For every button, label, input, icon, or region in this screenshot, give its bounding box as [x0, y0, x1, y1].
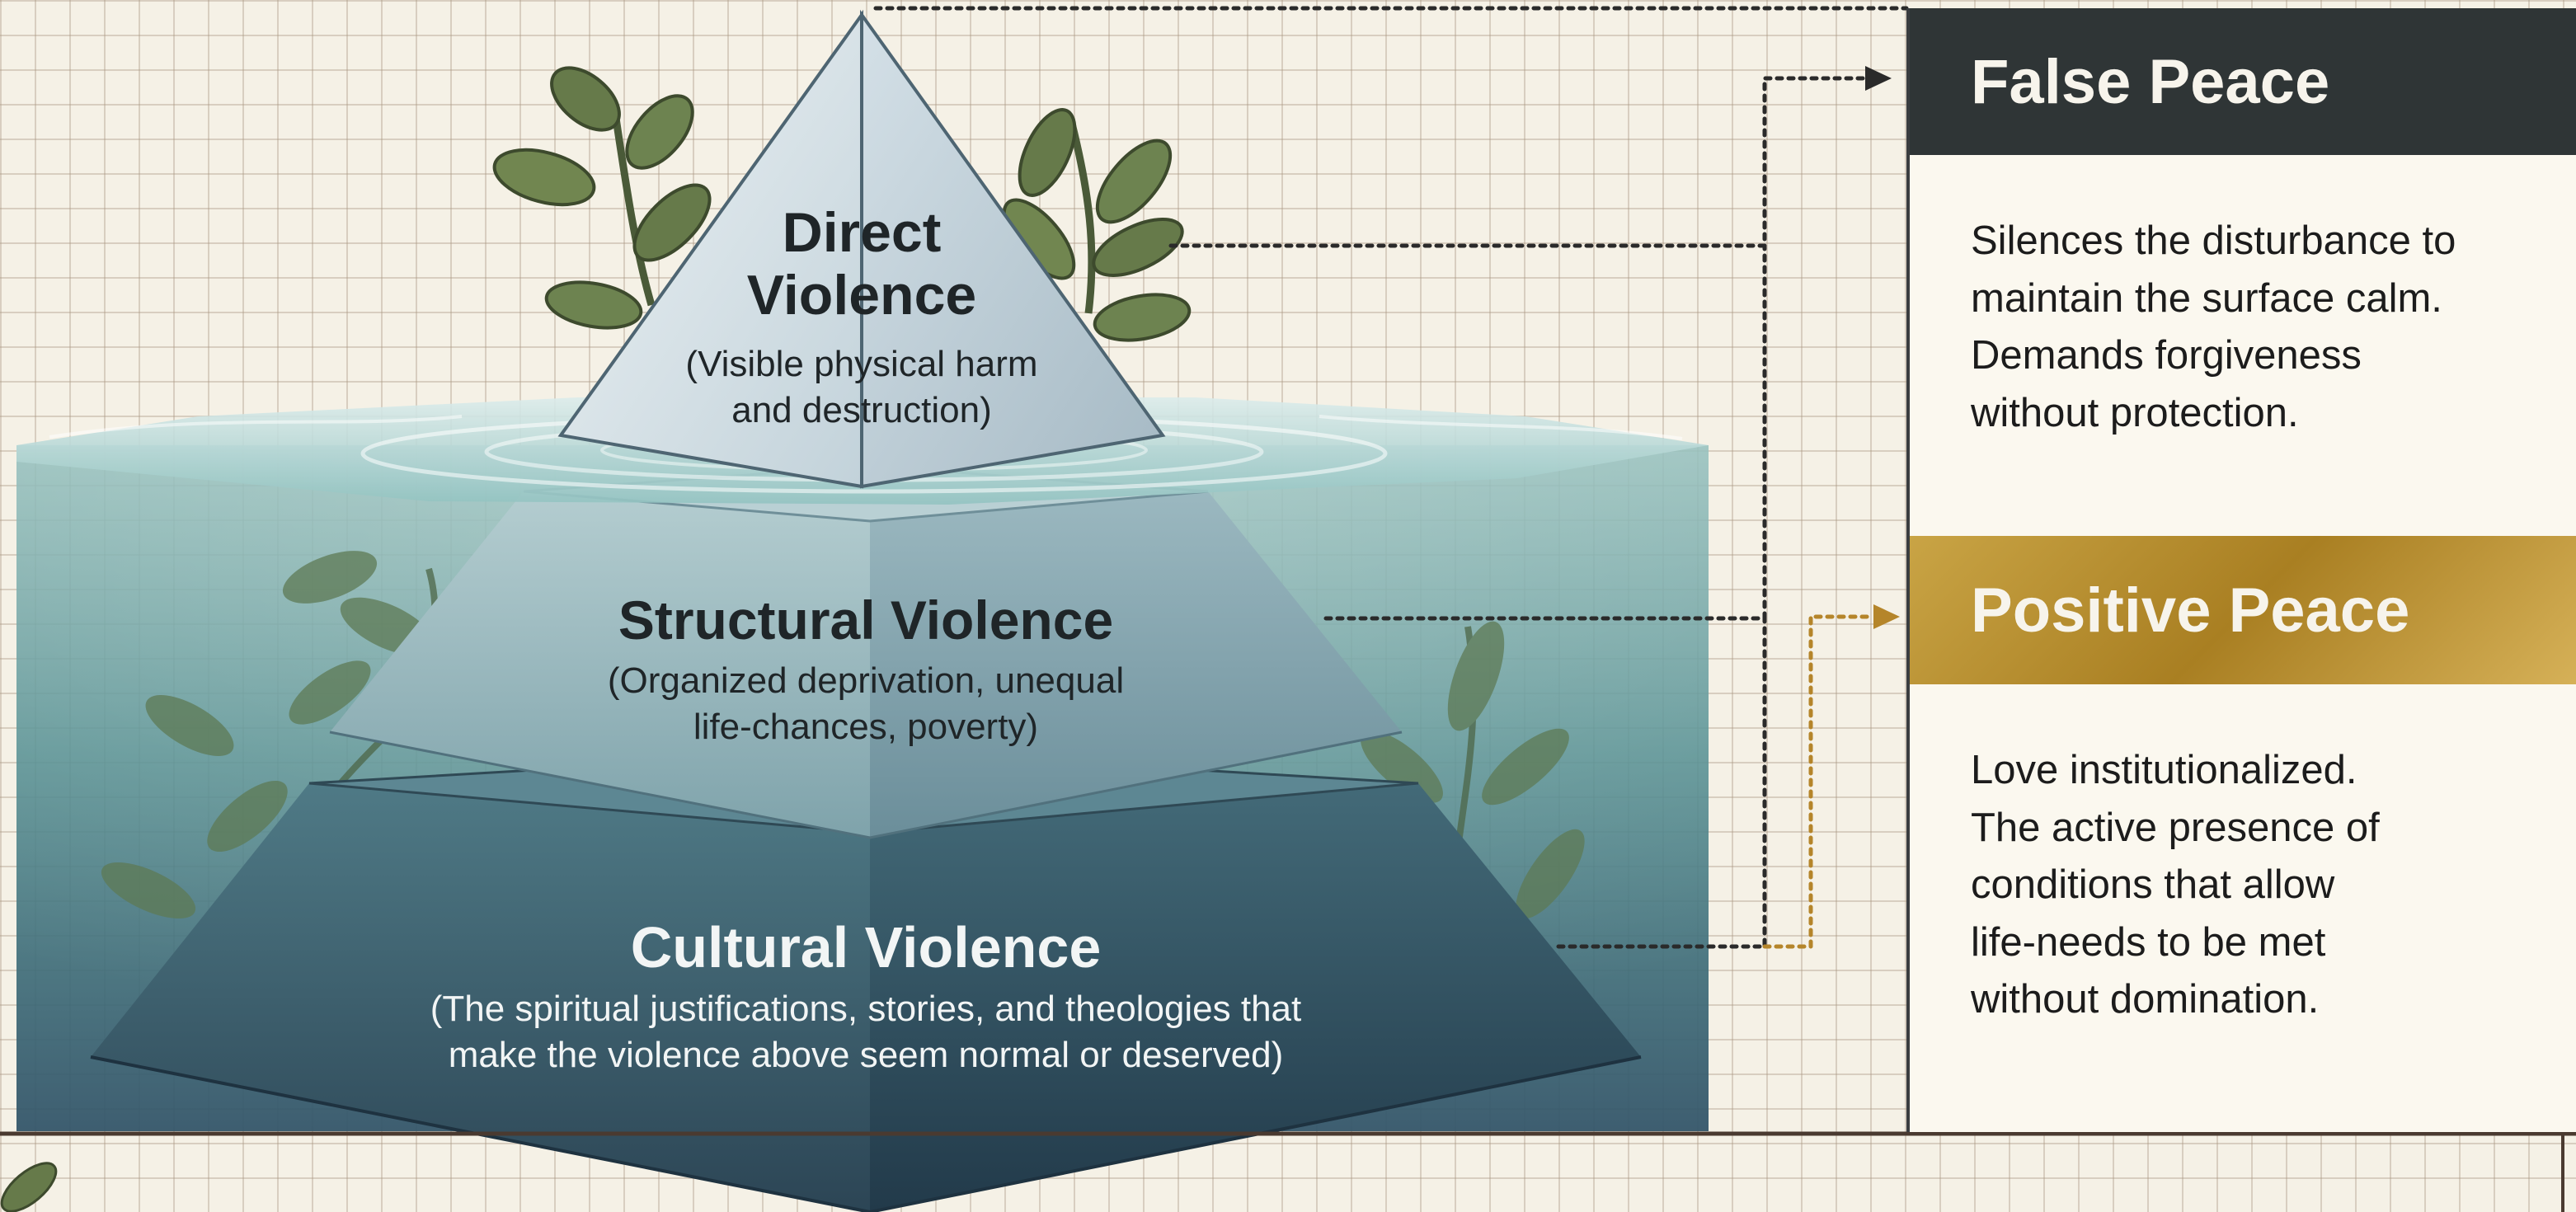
positive-peace-line-4: life-needs to be met [1971, 919, 2326, 965]
false-peace-title: False Peace [1971, 46, 2330, 117]
cultural-violence-subtitle: (The spiritual justifications, stories, … [206, 986, 1525, 1079]
false-peace-line-3: Demands forgiveness [1971, 333, 2362, 378]
connector-direct-to-false-peace [1168, 76, 1868, 248]
arrow-positive-peace [1873, 604, 1900, 629]
connector-cultural-to-positive-peace [1762, 614, 1876, 949]
leaf-sprig-left [492, 66, 712, 330]
positive-peace-line-3: conditions that allow [1971, 862, 2335, 908]
positive-peace-header: Positive Peace [1910, 536, 2576, 684]
false-peace-panel: False Peace Silences the disturbance to … [1906, 8, 2576, 536]
direct-violence-subtitle-line-1: (Visible physical harm [685, 344, 1038, 384]
false-peace-line-2: maintain the surface calm. [1971, 275, 2442, 321]
positive-peace-line-2: The active presence of [1971, 805, 2380, 850]
underwater-vine-right [1361, 621, 1585, 919]
false-peace-body: Silences the disturbance to maintain the… [1971, 213, 2546, 442]
leaf-sprig-right [1002, 108, 1192, 342]
cultural-violence-subtitle-line-1: (The spiritual justifications, stories, … [430, 989, 1302, 1029]
structural-violence-subtitle-line-1: (Organized deprivation, unequal [607, 660, 1125, 701]
arrow-false-peace [1865, 66, 1892, 91]
cultural-violence-title: Cultural Violence [630, 915, 1102, 979]
direct-violence-title-line-2: Violence [746, 264, 977, 327]
structural-violence-subtitle-line-2: life-chances, poverty) [693, 707, 1039, 748]
false-peace-header: False Peace [1910, 8, 2576, 155]
direct-violence-title-line-1: Direct [782, 201, 942, 264]
connector-lines [873, 6, 1909, 949]
false-peace-line-1: Silences the disturbance to [1971, 218, 2456, 263]
positive-peace-title: Positive Peace [1971, 575, 2410, 646]
cultural-violence-subtitle-line-2: make the violence above seem normal or d… [448, 1035, 1284, 1076]
direct-violence-title: Direct Violence [660, 201, 1064, 326]
positive-peace-panel: Positive Peace Love institutionalized. T… [1906, 536, 2576, 1132]
direct-violence-tier [557, 9, 1166, 489]
positive-peace-line-5: without domination. [1971, 977, 2320, 1022]
false-peace-line-4: without protection. [1971, 390, 2299, 435]
structural-violence-subtitle: (Organized deprivation, unequal life-cha… [495, 658, 1237, 751]
direct-violence-subtitle: (Visible physical harm and destruction) [627, 341, 1097, 435]
bottom-frame-line [0, 1131, 2576, 1212]
positive-peace-line-1: Love institutionalized. [1971, 748, 2357, 792]
positive-peace-body: Love institutionalized. The active prese… [1971, 742, 2546, 1029]
direct-violence-subtitle-line-2: and destruction) [731, 390, 992, 431]
structural-violence-title: Structural Violence [618, 590, 1114, 651]
